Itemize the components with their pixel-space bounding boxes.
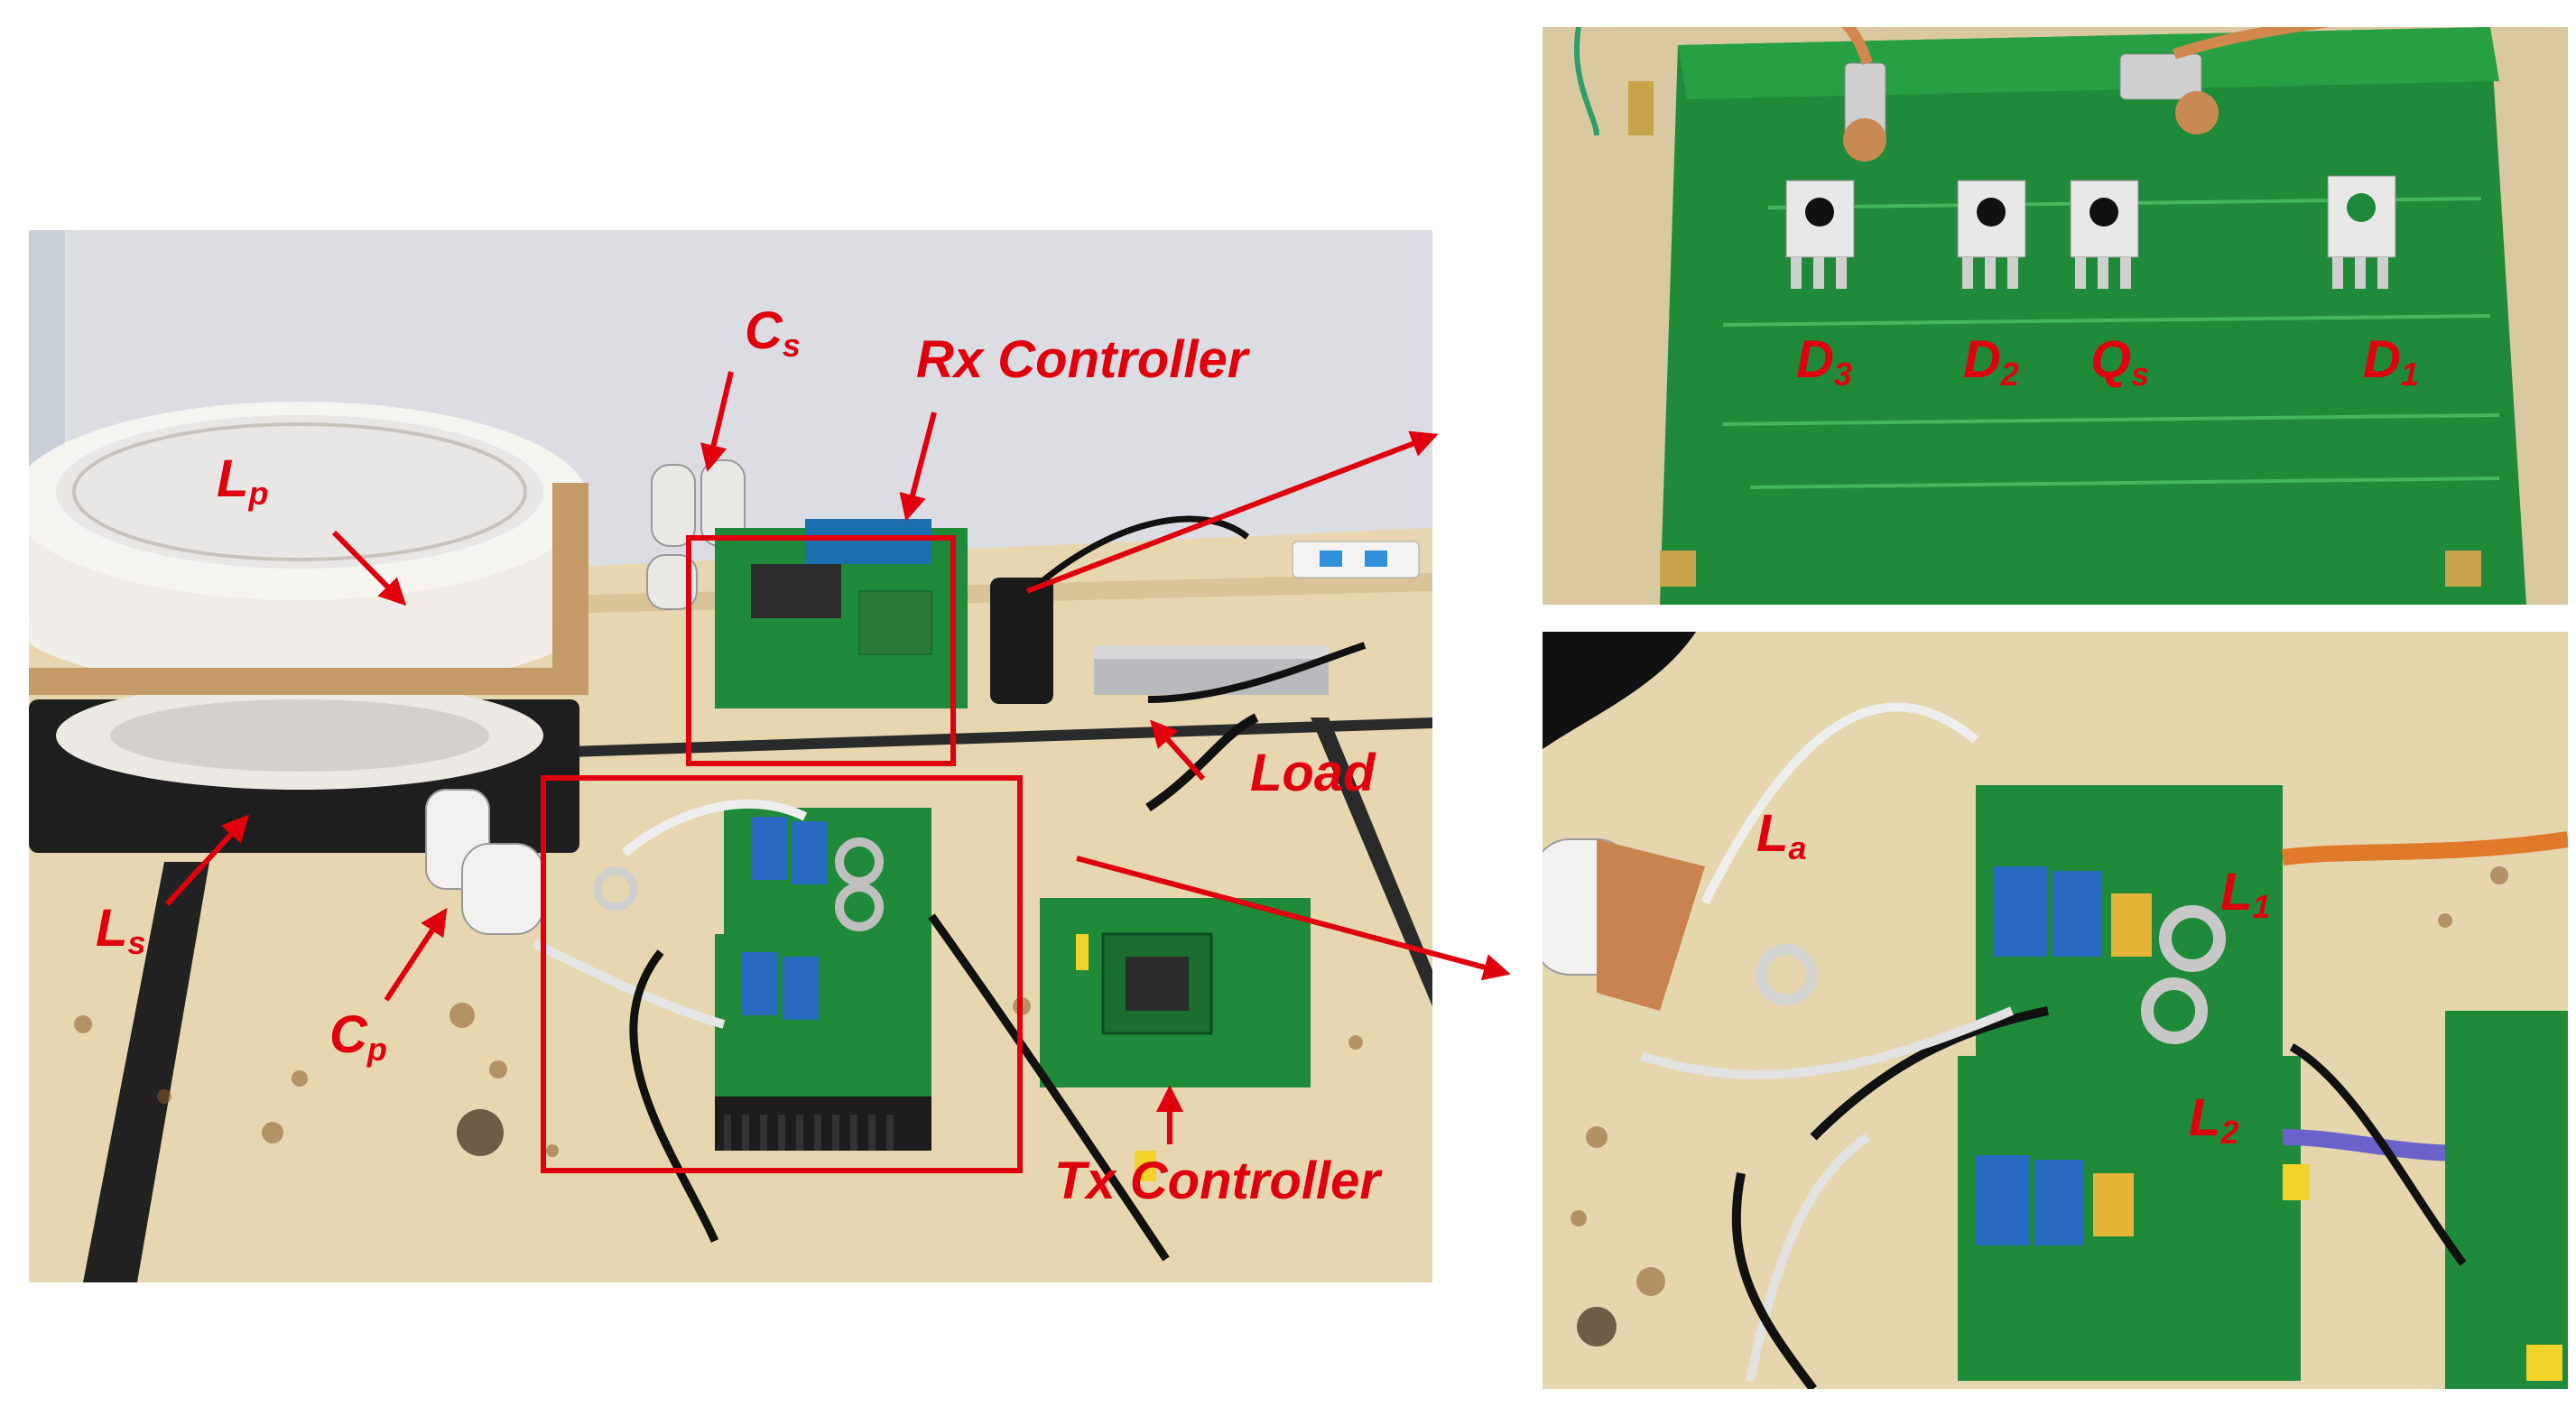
label-l2: L2 — [2189, 1092, 2238, 1149]
label-d3-base: D — [1796, 330, 1834, 389]
label-la-sub: a — [1788, 828, 1807, 866]
label-la-base: L — [1756, 804, 1789, 863]
label-cs: Cs — [745, 305, 801, 362]
label-d1-sub: 1 — [2400, 355, 2419, 393]
label-tx-controller: Tx Controller — [1054, 1155, 1380, 1208]
rx-board-closeup-photo — [1543, 27, 2568, 605]
label-l1-base: L — [2220, 863, 2253, 921]
label-cp-sub: p — [366, 1030, 387, 1068]
label-rx-controller-text: Rx Controller — [916, 330, 1248, 389]
label-ls-sub: s — [127, 923, 146, 961]
label-la: La — [1756, 808, 1806, 865]
tx-inverter-closeup-photo — [1543, 632, 2568, 1389]
label-ls-base: L — [96, 899, 128, 958]
label-load: Load — [1250, 747, 1376, 800]
label-ls: Ls — [96, 902, 145, 959]
label-cs-base: C — [745, 301, 783, 360]
label-qs-sub: s — [2131, 355, 2150, 393]
label-d3: D3 — [1796, 334, 1852, 391]
label-l1: L1 — [2220, 866, 2270, 923]
label-lp-sub: p — [248, 474, 269, 512]
label-d1-base: D — [2363, 330, 2401, 389]
label-l2-base: L — [2189, 1088, 2221, 1147]
label-d3-sub: 3 — [1833, 355, 1852, 393]
label-qs-base: Q — [2090, 330, 2132, 389]
label-d1: D1 — [2363, 334, 2419, 391]
label-tx-controller-text: Tx Controller — [1054, 1152, 1380, 1210]
label-rx-controller: Rx Controller — [916, 334, 1247, 386]
label-cp: Cp — [329, 1009, 387, 1066]
label-qs: Qs — [2090, 334, 2149, 391]
tx-inverter-illustration — [1543, 632, 2568, 1389]
label-l2-sub: 2 — [2220, 1113, 2239, 1151]
label-lp-base: L — [217, 449, 249, 508]
label-cp-base: C — [329, 1005, 367, 1064]
label-cs-sub: s — [782, 326, 801, 364]
label-d2-base: D — [1963, 330, 2001, 389]
label-load-text: Load — [1250, 744, 1376, 802]
label-lp: Lp — [217, 453, 268, 510]
label-d2: D2 — [1963, 334, 2019, 391]
rx-board-illustration — [1543, 27, 2568, 605]
label-l1-sub: 1 — [2252, 887, 2271, 925]
label-d2-sub: 2 — [2000, 355, 2019, 393]
